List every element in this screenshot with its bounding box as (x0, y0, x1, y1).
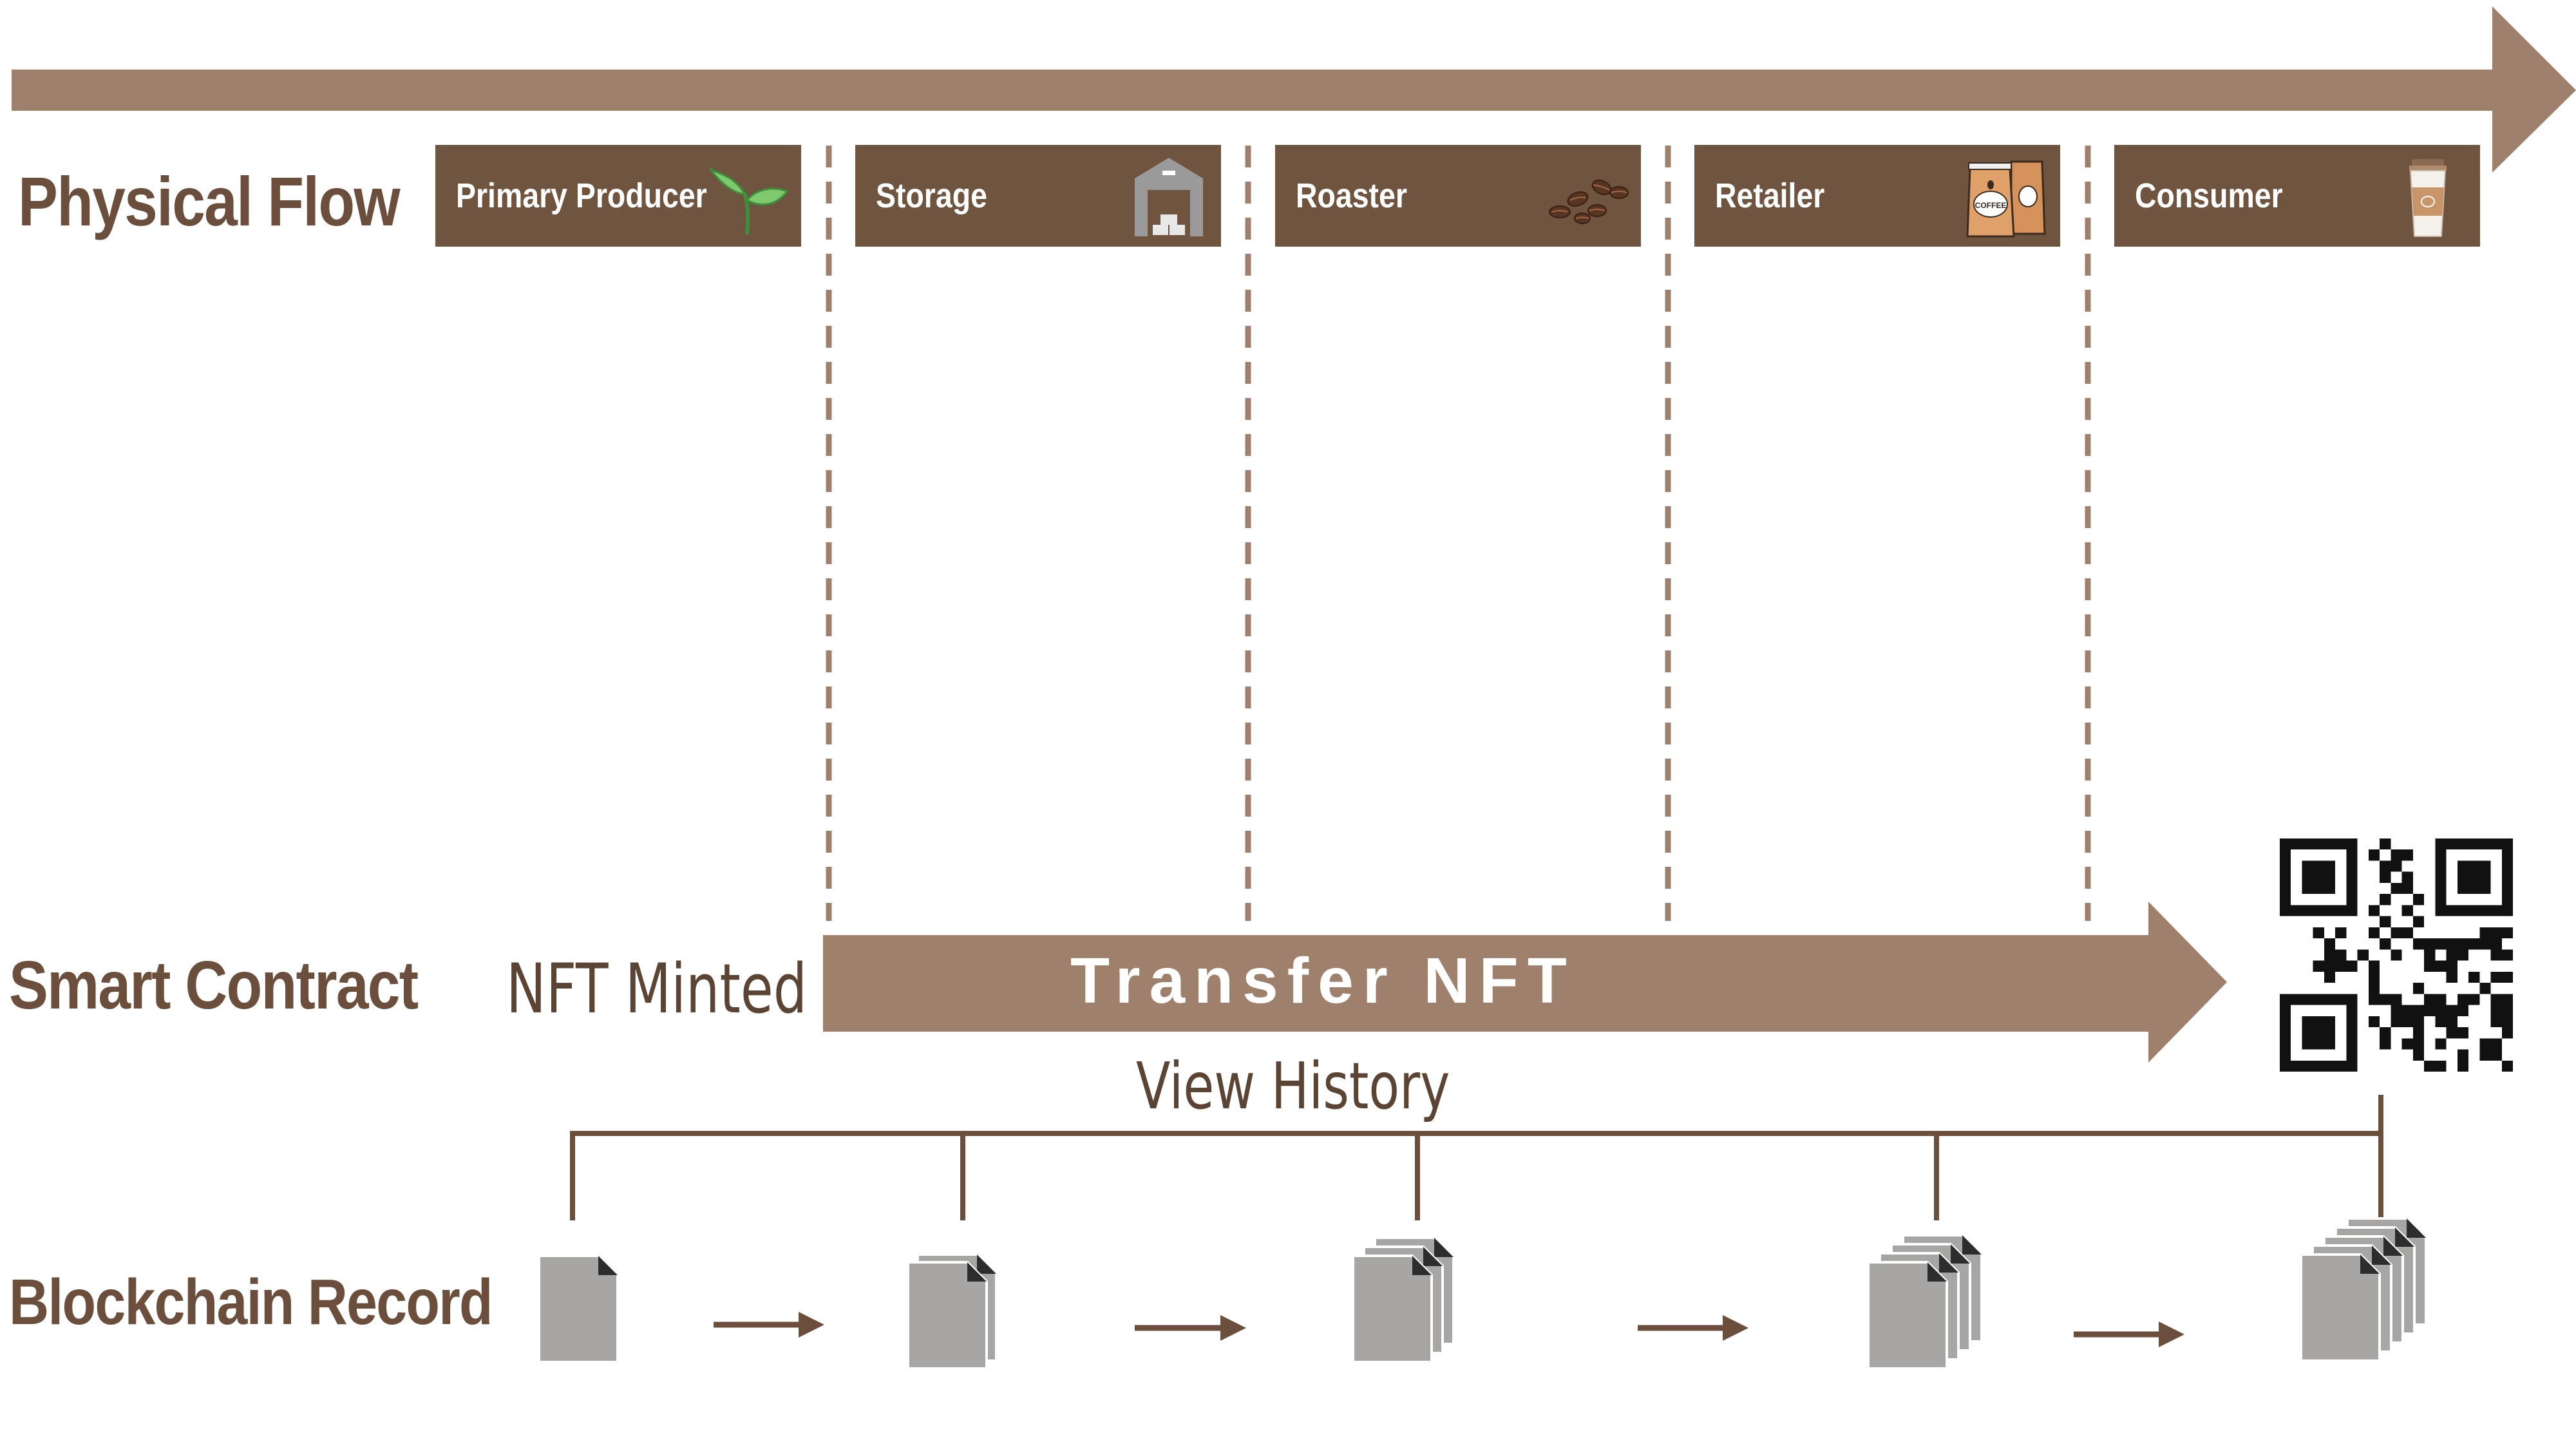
stage-primary-producer: Primary Producer (435, 145, 801, 247)
coffee-cup-icon (2409, 159, 2447, 237)
stage-storage: Storage (855, 145, 1221, 247)
stage-label: Retailer (1715, 176, 1825, 215)
record-block-4 (1867, 1234, 1983, 1370)
warehouse-icon (1135, 158, 1203, 236)
record-block-2 (907, 1253, 998, 1370)
record-block-5 (2300, 1217, 2427, 1362)
physical-flow-title: Physical Flow (18, 162, 401, 240)
history-bracket (570, 1095, 2383, 1220)
stage-label: Consumer (2135, 176, 2283, 215)
stage-label: Storage (876, 176, 987, 215)
view-history-label: View History (1136, 1048, 1450, 1124)
record-block-3 (1352, 1236, 1455, 1363)
bag-label: COFFEE (1975, 201, 2007, 210)
smart-contract-title: Smart Contract (9, 947, 419, 1023)
stage-label: Roaster (1296, 176, 1407, 215)
transfer-nft-label: Transfer NFT (1070, 945, 1576, 1017)
stage-roaster: Roaster (1275, 145, 1641, 247)
record-arrows (714, 1312, 2184, 1347)
stage-retailer: Retailer COFFEE (1694, 145, 2060, 247)
qr-code-icon (2280, 838, 2513, 1072)
record-block-1 (538, 1255, 619, 1363)
blockchain-record-title: Blockchain Record (9, 1266, 493, 1338)
stage-separators (826, 146, 2091, 921)
sprout-icon (708, 167, 789, 235)
stage-consumer: Consumer (2114, 145, 2480, 247)
nft-minted-label: NFT Minted (506, 949, 808, 1028)
stage-label: Primary Producer (456, 176, 707, 215)
coffee-beans-icon (1549, 179, 1629, 224)
coffee-bags-icon: COFFEE (1966, 160, 2046, 238)
